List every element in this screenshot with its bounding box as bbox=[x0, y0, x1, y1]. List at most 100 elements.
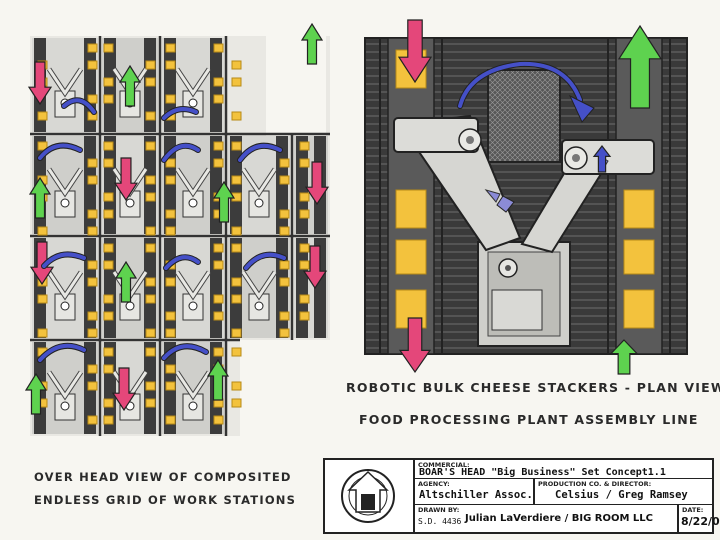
cheese-block bbox=[213, 43, 224, 53]
cheese-block bbox=[87, 415, 98, 425]
cheese-block bbox=[103, 260, 114, 270]
union-seal-logo bbox=[325, 460, 415, 532]
cheese-block bbox=[87, 209, 98, 219]
up-arrow-icon bbox=[28, 176, 52, 219]
cheese-block bbox=[395, 239, 427, 275]
drawn-by-row: DRAWN BY: S.D. 4436 Julian LaVerdiere / … bbox=[415, 505, 720, 532]
up-arrow-icon bbox=[118, 64, 142, 107]
cheese-block bbox=[145, 328, 156, 338]
cheese-block bbox=[165, 311, 176, 321]
agency-divider bbox=[533, 479, 535, 505]
up-arrow-icon bbox=[617, 24, 663, 109]
cheese-block bbox=[37, 328, 48, 338]
down-arrow-icon bbox=[397, 19, 433, 84]
production-label: PRODUCTION CO. & DIRECTOR: bbox=[538, 480, 652, 488]
commercial-value: BOAR'S HEAD "Big Business" Set Concept1.… bbox=[419, 467, 666, 478]
rotation-arrow-icon bbox=[162, 107, 198, 120]
agency-value: Altschiller Assoc. bbox=[419, 489, 533, 501]
cheese-block bbox=[165, 381, 176, 391]
work-station-cell bbox=[294, 136, 328, 234]
cheese-block bbox=[103, 243, 114, 253]
cheese-block bbox=[87, 226, 98, 236]
cheese-block bbox=[103, 311, 114, 321]
cheese-block bbox=[231, 141, 242, 151]
cheese-block bbox=[103, 192, 114, 202]
cheese-block bbox=[231, 226, 242, 236]
drawn-by-code: S.D. 4436 bbox=[418, 517, 462, 526]
up-arrow-icon bbox=[300, 22, 324, 65]
cheese-block bbox=[165, 415, 176, 425]
drawn-by-label: DRAWN BY: bbox=[418, 506, 460, 514]
cheese-block bbox=[165, 277, 176, 287]
cheese-block bbox=[231, 381, 242, 391]
cheese-block bbox=[103, 294, 114, 304]
commercial-row: COMMERCIAL: BOAR'S HEAD "Big Business" S… bbox=[415, 460, 712, 479]
cheese-block bbox=[395, 189, 427, 229]
cheese-block bbox=[165, 226, 176, 236]
cheese-block bbox=[165, 158, 176, 168]
work-station-cell bbox=[228, 238, 290, 338]
rotation-arrow-icon bbox=[42, 252, 86, 268]
cheese-block bbox=[231, 175, 242, 185]
cheese-block bbox=[231, 294, 242, 304]
cheese-block bbox=[145, 60, 156, 70]
down-arrow-icon bbox=[111, 367, 137, 412]
cheese-block bbox=[231, 243, 242, 253]
cheese-block bbox=[231, 277, 242, 287]
commercial-label: COMMERCIAL: bbox=[418, 461, 470, 469]
rotation-arrow-icon bbox=[244, 252, 286, 270]
cheese-block bbox=[279, 277, 290, 287]
cheese-block bbox=[87, 260, 98, 270]
cheese-block bbox=[145, 175, 156, 185]
cheese-block bbox=[279, 311, 290, 321]
swing-arrow-icon bbox=[458, 61, 582, 108]
rotation-arrow-icon bbox=[238, 143, 282, 162]
cheese-block bbox=[103, 415, 114, 425]
cheese-block bbox=[299, 294, 310, 304]
cheese-block bbox=[37, 226, 48, 236]
cheese-block bbox=[87, 277, 98, 287]
cheese-block bbox=[87, 94, 98, 104]
cheese-block bbox=[103, 364, 114, 374]
cheese-block bbox=[279, 175, 290, 185]
cheese-block bbox=[213, 415, 224, 425]
cheese-block bbox=[145, 294, 156, 304]
cheese-block bbox=[103, 209, 114, 219]
cheese-block bbox=[213, 141, 224, 151]
cheese-block bbox=[279, 158, 290, 168]
cheese-block bbox=[145, 192, 156, 202]
plan-view-title: ROBOTIC BULK CHEESE STACKERS - PLAN VIEW bbox=[346, 380, 720, 395]
cheese-block bbox=[623, 189, 655, 229]
cheese-block bbox=[213, 94, 224, 104]
cheese-block bbox=[299, 209, 310, 219]
up-arrow-icon bbox=[609, 339, 639, 375]
cheese-block bbox=[145, 141, 156, 151]
cheese-block bbox=[165, 43, 176, 53]
overhead-grid-sketch bbox=[24, 22, 330, 436]
cheese-block bbox=[213, 77, 224, 87]
cheese-block bbox=[145, 77, 156, 87]
rotation-arrow-icon bbox=[38, 343, 86, 362]
cheese-block bbox=[103, 158, 114, 168]
cheese-block bbox=[37, 111, 48, 121]
down-arrow-icon bbox=[27, 61, 53, 106]
date-label: DATE: bbox=[682, 506, 704, 514]
cheese-block bbox=[165, 328, 176, 338]
swing-arrow-head-icon bbox=[568, 94, 595, 123]
cheese-block bbox=[213, 158, 224, 168]
rotation-arrow-icon bbox=[164, 255, 200, 270]
cheese-block bbox=[279, 328, 290, 338]
cheese-block bbox=[87, 311, 98, 321]
down-arrow-icon bbox=[398, 317, 432, 374]
rotation-arrow-icon bbox=[162, 143, 200, 162]
cheese-block bbox=[231, 60, 242, 70]
rotation-arrow-icon bbox=[38, 143, 82, 160]
cheese-block bbox=[165, 175, 176, 185]
date-divider bbox=[677, 505, 679, 532]
agency-row: AGENCY: Altschiller Assoc. PRODUCTION CO… bbox=[415, 479, 712, 505]
date-value: 8/22/06 bbox=[681, 515, 720, 528]
cheese-block bbox=[145, 347, 156, 357]
cheese-block bbox=[145, 398, 156, 408]
cheese-block bbox=[213, 347, 224, 357]
cheese-block bbox=[231, 77, 242, 87]
